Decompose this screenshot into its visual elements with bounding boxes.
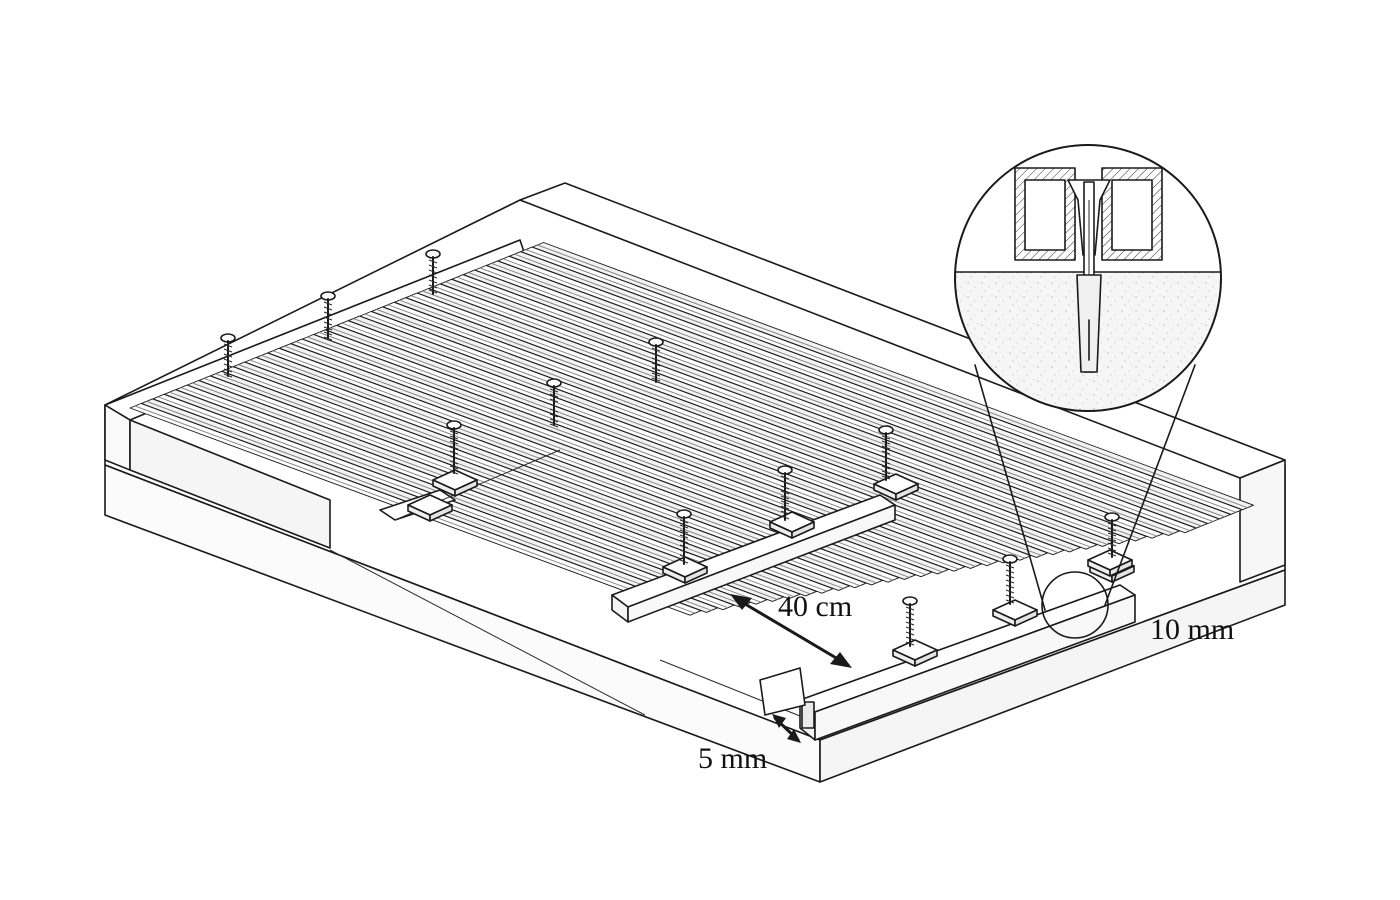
screw <box>878 425 894 481</box>
screw <box>220 333 236 378</box>
joist-end-cap <box>759 667 806 716</box>
edge-board-left <box>104 239 526 549</box>
screw <box>425 249 441 295</box>
decking-boards <box>129 242 1254 616</box>
screw <box>777 465 793 521</box>
screw <box>546 378 562 428</box>
screw <box>320 291 336 341</box>
detail-callout <box>974 364 1196 639</box>
clip <box>992 599 1038 627</box>
screw <box>446 420 462 475</box>
detail-magnifier <box>954 144 1222 412</box>
mounting-clips <box>407 469 1135 667</box>
screw <box>1104 512 1120 558</box>
clip <box>769 511 815 539</box>
clip <box>892 639 938 667</box>
dimension-arrow-spacing <box>730 594 852 668</box>
clip <box>662 556 708 584</box>
screw <box>676 509 692 565</box>
screw <box>902 596 918 647</box>
screw <box>1002 554 1018 605</box>
dimension-arrow-end-gap <box>772 714 801 743</box>
spacing-dimension-label: 40 cm <box>778 590 853 623</box>
screw <box>648 337 664 383</box>
clip <box>407 494 453 522</box>
deck-board <box>532 242 1254 511</box>
side-gap-dimension-label: 10 mm <box>1150 613 1235 646</box>
clip <box>873 473 919 501</box>
clip <box>1087 549 1133 577</box>
clip <box>432 469 478 497</box>
screws <box>220 249 1120 647</box>
end-gap-dimension-label: 5 mm <box>698 742 768 775</box>
